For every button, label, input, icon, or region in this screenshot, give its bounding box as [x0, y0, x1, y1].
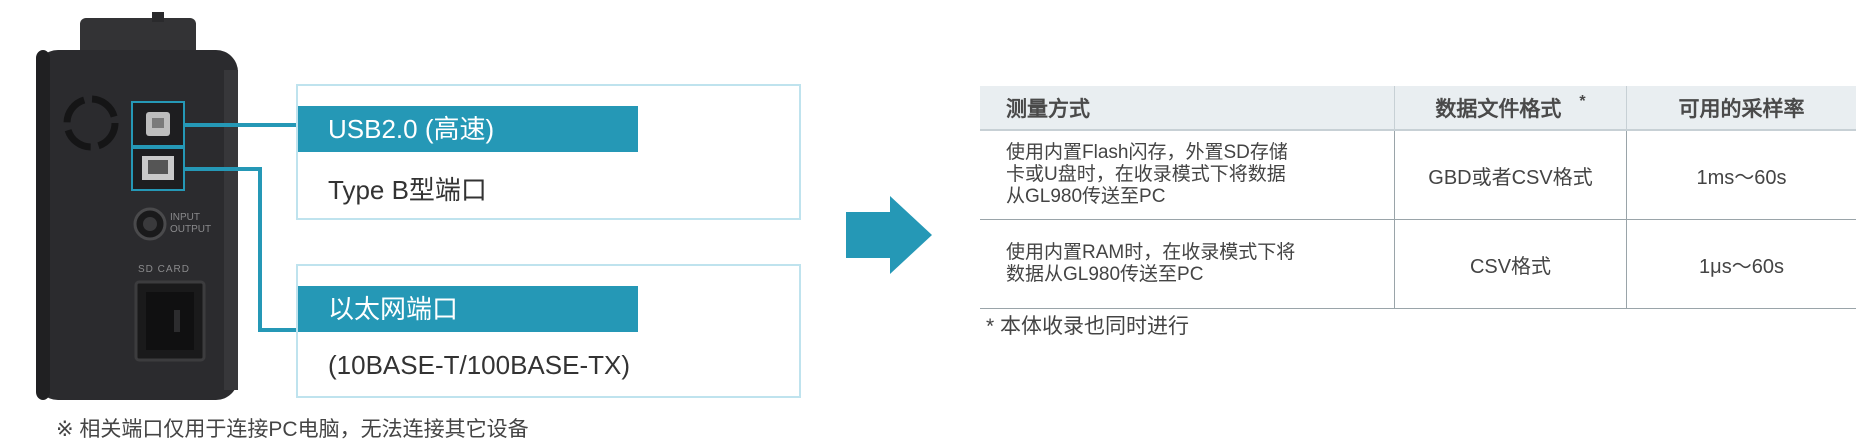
table-footnote: * 本体收录也同时进行: [986, 315, 1190, 338]
ethernet-port-icon: [131, 147, 185, 191]
header-format: 数据文件格式*: [1394, 86, 1627, 131]
usb-b-port-icon: [131, 101, 185, 147]
table-row: 使用内置RAM时，在收录模式下将 数据从GL980传送至PC CSV格式 1μs…: [980, 219, 1856, 309]
vent-ring-icon: [63, 95, 119, 151]
sd-card-label: SD CARD: [138, 264, 191, 275]
ethernet-connector-line-v: [258, 167, 262, 332]
arrow-right-icon: [846, 196, 932, 274]
io-connector-icon: [133, 207, 167, 241]
ethernet-callout-title: 以太网端口: [298, 286, 638, 332]
cell-method: 使用内置RAM时，在收录模式下将 数据从GL980传送至PC: [980, 219, 1395, 309]
ethernet-connector-line-h1: [184, 167, 262, 171]
device-note: ※ 相关端口仅用于连接PC电脑，无法连接其它设备: [56, 418, 529, 441]
usb-callout-body: Type B型端口: [328, 175, 487, 205]
cell-rate: 1ms～60s: [1626, 130, 1856, 220]
ethernet-callout: 以太网端口 (10BASE-T/100BASE-TX): [296, 264, 801, 398]
table-row: 使用内置Flash闪存，外置SD存储 卡或U盘时，在收录模式下将数据 从GL98…: [980, 130, 1856, 220]
header-method: 测量方式: [980, 86, 1395, 131]
device-body: [36, 12, 238, 400]
sd-card-slot-icon: [134, 280, 206, 362]
table-header-row: 测量方式 数据文件格式* 可用的采样率: [980, 86, 1856, 131]
cell-rate: 1μs～60s: [1626, 219, 1856, 309]
usb-callout-title: USB2.0 (高速): [298, 106, 638, 152]
header-rate: 可用的采样率: [1626, 86, 1856, 131]
cell-format: GBD或者CSV格式: [1394, 130, 1627, 220]
ethernet-callout-body: (10BASE-T/100BASE-TX): [328, 350, 630, 380]
cell-format: CSV格式: [1394, 219, 1627, 309]
usb-callout: USB2.0 (高速) Type B型端口: [296, 84, 801, 220]
device-illustration: INPUT OUTPUT SD CARD: [0, 0, 250, 410]
cell-method: 使用内置Flash闪存，外置SD存储 卡或U盘时，在收录模式下将数据 从GL98…: [980, 130, 1395, 220]
spec-table: 测量方式 数据文件格式* 可用的采样率 使用内置Flash闪存，外置SD存储 卡…: [980, 86, 1856, 309]
header-footnote-mark: *: [1579, 92, 1586, 110]
io-port-label: INPUT OUTPUT: [170, 212, 212, 235]
usb-connector-line: [184, 123, 298, 127]
ethernet-connector-line-h2: [258, 328, 298, 332]
